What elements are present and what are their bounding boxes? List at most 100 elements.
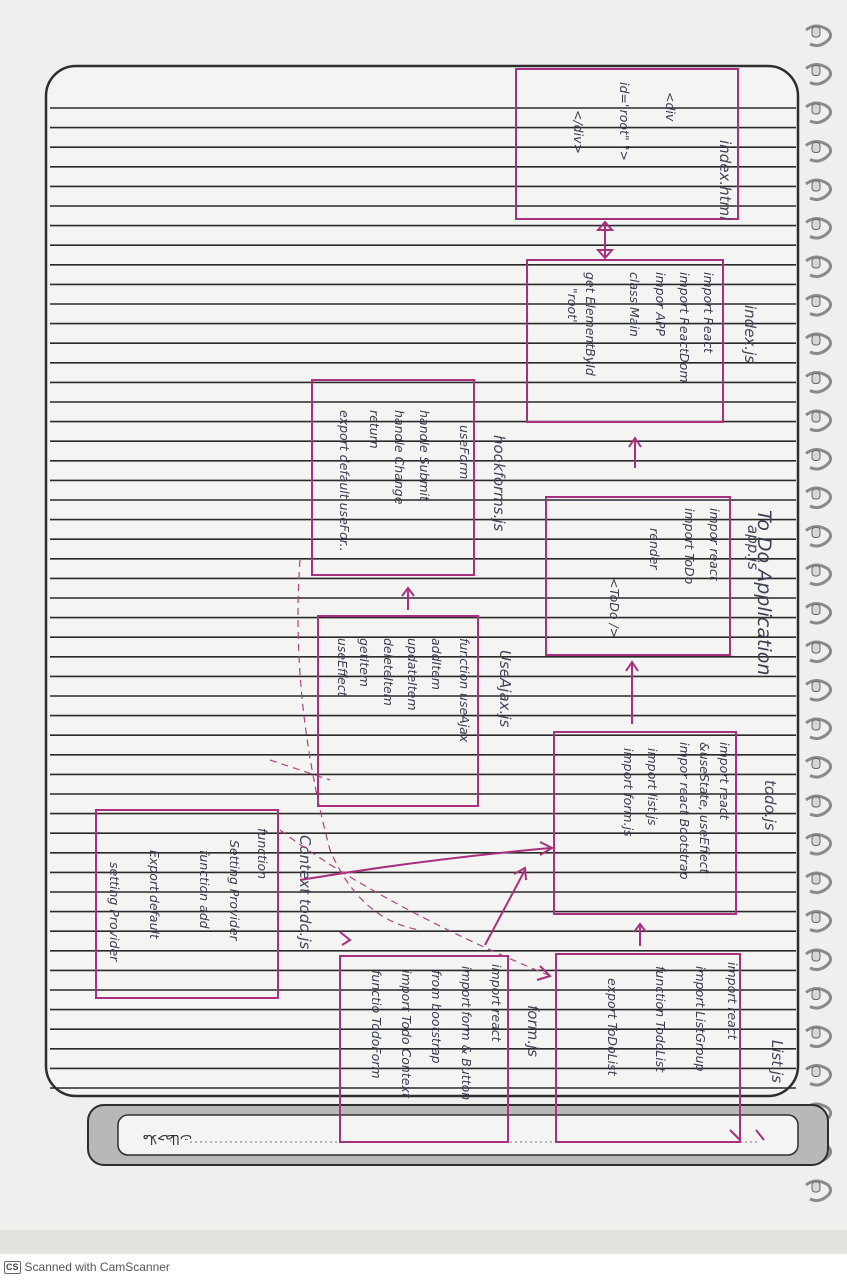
spiral-ring <box>805 563 833 587</box>
spiral-hole <box>811 103 821 115</box>
index-html-line-1: <div <box>663 92 678 122</box>
spiral-hole <box>811 565 821 577</box>
hookforms-title: hookforms.js <box>490 435 508 532</box>
box-context-todo-js <box>95 809 279 999</box>
hookforms-line-3: handle Change <box>392 410 407 505</box>
spiral-hole <box>811 719 821 731</box>
spiral-ring <box>805 409 833 433</box>
spiral-hole <box>811 604 821 615</box>
box-list-js <box>555 953 741 1143</box>
arrow-context-to-todo <box>299 847 551 881</box>
arrow-head <box>536 965 552 981</box>
useajax-line-4: deleteItem <box>381 638 396 706</box>
spiral-hole <box>811 835 821 846</box>
arrow-head <box>628 436 642 448</box>
form-js-line-5: functio TodoForm <box>369 970 384 1079</box>
spiral-hole <box>811 142 821 153</box>
arrow-head <box>595 249 615 260</box>
context-title: Context todo.js <box>296 835 314 949</box>
spiral-ring <box>805 1179 833 1203</box>
context-line-4: Export default <box>147 850 162 940</box>
spiral-ring <box>805 101 833 125</box>
app-js-line-2: import ToDo <box>682 508 697 585</box>
form-js-title: form.js <box>524 1005 542 1057</box>
spiral-ring <box>805 717 833 741</box>
tick-mark <box>729 1129 741 1141</box>
index-js-line-5: get ElementById <box>583 272 598 376</box>
spiral-hole <box>811 681 821 692</box>
spiral-hole <box>811 912 821 923</box>
box-form-js <box>339 955 509 1143</box>
spiral-ring <box>805 140 833 163</box>
spiral-ring <box>805 332 833 356</box>
ruled-lines <box>50 107 796 1089</box>
spiral-hole <box>811 950 821 962</box>
spiral-hole <box>811 334 821 346</box>
index-html-line-2: id="root" "> <box>617 82 632 161</box>
spiral-hole <box>811 1027 821 1039</box>
arrow-head <box>401 586 415 597</box>
spiral-hole <box>811 989 821 1000</box>
spiral-hole <box>811 642 821 654</box>
todo-js-line-2: &useState, useEffect <box>697 742 712 875</box>
arrow-head <box>513 866 527 881</box>
index-html-line-3: </div> <box>571 110 586 154</box>
arrow-head <box>595 220 615 231</box>
spiral-hole <box>811 257 821 269</box>
spiral-hole <box>811 219 821 230</box>
box-useajax-js <box>317 615 479 807</box>
arrow-head <box>625 660 639 672</box>
scanner-footer-text: Scanned with CamScanner <box>24 1260 170 1274</box>
context-line-3: function add <box>197 850 212 929</box>
list-js-line-1: import react <box>725 962 740 1041</box>
spiral-hole <box>811 373 821 384</box>
spiral-ring <box>805 679 833 702</box>
spiral-ring <box>805 640 833 664</box>
form-js-line-3: from bootstrap <box>429 970 444 1064</box>
camscanner-logo-icon: CS <box>4 1260 21 1274</box>
spiral-ring <box>805 756 833 779</box>
spiral-ring <box>805 448 833 471</box>
scanner-footer: CS Scanned with CamScanner <box>0 1254 847 1280</box>
tick-mark <box>755 1129 765 1141</box>
dashed-context-to-list <box>279 829 549 976</box>
index-js-line-6: "root" <box>565 288 580 325</box>
spiral-ring <box>805 178 833 202</box>
spiral-ring <box>805 371 833 394</box>
spiral-ring <box>805 833 833 856</box>
box-hookforms-js <box>311 379 475 576</box>
arrow-form-to-todo <box>484 869 526 946</box>
spiral-hole <box>811 796 821 808</box>
index-html-title: index.html <box>716 140 734 221</box>
hookforms-line-1: useForm <box>457 425 472 479</box>
spiral-ring <box>805 63 833 86</box>
spiral-ring <box>805 602 833 625</box>
spiral-ring <box>805 525 833 548</box>
spiral-hole <box>811 527 821 538</box>
spiral-ring <box>805 910 833 933</box>
box-todo-js <box>553 731 737 915</box>
todo-js-line-1: import react <box>717 742 732 821</box>
app-js-title: app.js <box>744 525 762 570</box>
dashed-hookforms-to-context <box>297 559 421 931</box>
useajax-title: UseAjax.js <box>496 650 514 727</box>
spiral-ring <box>805 255 833 279</box>
spiral-hole <box>811 873 821 885</box>
box-app-js <box>545 496 731 656</box>
spiral-hole <box>811 296 821 307</box>
app-js-line-1: impor react <box>707 508 722 582</box>
arrow-head <box>633 922 647 933</box>
spiral-hole <box>811 488 821 500</box>
spiral-ring <box>805 1025 833 1049</box>
index-js-line-3: impor APP <box>653 272 668 336</box>
index-js-line-4: class Main <box>627 272 642 337</box>
spiral-ring <box>805 948 833 972</box>
spiral-ring <box>805 794 833 818</box>
todo-js-line-3: impor react Bootstrap <box>677 742 692 880</box>
useajax-line-5: getItem <box>357 638 372 687</box>
app-js-line-4: <ToDo /> <box>607 578 622 638</box>
list-js-line-4: export ToDoList <box>605 978 620 1077</box>
page-title: To Do Application <box>753 510 775 675</box>
context-line-2: Setting Provider <box>227 840 242 942</box>
spiral-ring <box>805 1064 833 1087</box>
